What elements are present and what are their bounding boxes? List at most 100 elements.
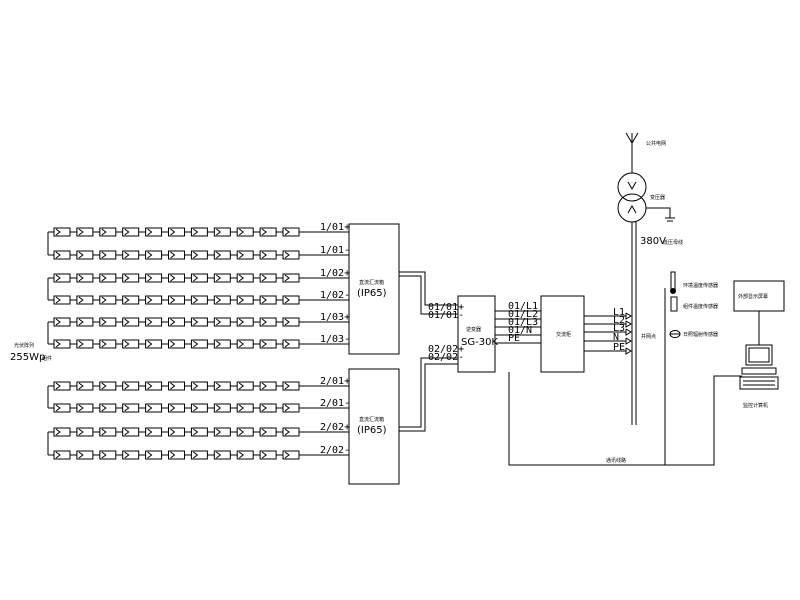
diode-mark-icon bbox=[261, 296, 267, 304]
pv-panel-icon bbox=[122, 427, 140, 437]
diode-mark-icon bbox=[193, 318, 199, 326]
diode-mark-icon bbox=[261, 451, 267, 459]
diode-mark-icon bbox=[216, 382, 222, 390]
pv-panel-icon bbox=[213, 403, 231, 413]
pv-panel-icon bbox=[213, 381, 231, 391]
pv-panel-icon bbox=[259, 250, 277, 260]
pv-panel-icon bbox=[236, 427, 254, 437]
string-label: 2/01- bbox=[320, 398, 350, 409]
pv-panel-icon bbox=[190, 295, 208, 305]
diode-mark-icon bbox=[261, 228, 267, 236]
diode-mark-icon bbox=[284, 382, 290, 390]
diode-mark-icon bbox=[55, 340, 61, 348]
diode-mark-icon bbox=[261, 428, 267, 436]
pv-panel-icon bbox=[145, 250, 163, 260]
diode-mark-icon bbox=[238, 404, 245, 412]
diode-mark-icon bbox=[216, 296, 222, 304]
pv-panel-icon bbox=[236, 339, 254, 349]
diode-mark-icon bbox=[284, 274, 290, 282]
phase-label: L2 bbox=[613, 315, 625, 326]
monitor-screen-icon bbox=[748, 347, 770, 363]
pv-string-row bbox=[48, 295, 349, 305]
pv-panel-icon bbox=[76, 427, 94, 437]
diode-mark-icon bbox=[284, 404, 290, 412]
diode-mark-icon bbox=[78, 228, 84, 236]
diode-mark-icon bbox=[238, 228, 245, 236]
grid-section: 公共电网 变压器 380V 低压母线 并网点 bbox=[617, 132, 683, 425]
ac-cabinet-frame bbox=[540, 295, 585, 373]
combiner-box-1-frame bbox=[348, 223, 400, 355]
diode-mark-icon bbox=[284, 451, 290, 459]
pv-panel-icon bbox=[99, 273, 117, 283]
phase-arrow-icon bbox=[625, 320, 632, 328]
phase-arrow-icon bbox=[625, 328, 632, 336]
string-label: 2/02+ bbox=[320, 422, 350, 433]
pv-array-suffix: 组件 bbox=[42, 355, 52, 362]
diode-mark-icon bbox=[55, 451, 61, 459]
pv-panel-icon bbox=[168, 295, 185, 305]
pv-panel-icon bbox=[282, 227, 300, 237]
pv-panel-icon bbox=[282, 450, 300, 460]
diode-mark-icon bbox=[124, 451, 130, 459]
inverter-frame bbox=[457, 295, 496, 373]
pv-panel-icon bbox=[236, 381, 254, 391]
inverter-input-label: 01/01+ bbox=[428, 302, 464, 313]
ac-cabinet-title: 交流柜 bbox=[556, 331, 571, 338]
pv-panel-icon bbox=[99, 250, 117, 260]
pv-panel-icon bbox=[213, 427, 231, 437]
pv-panel-icon bbox=[53, 317, 71, 327]
inverter-title: 逆变器 bbox=[466, 326, 481, 333]
pv-panel-icon bbox=[213, 317, 231, 327]
string-label: 2/01+ bbox=[320, 376, 350, 387]
pv-panel-icon bbox=[76, 339, 94, 349]
pv-panel-icon bbox=[53, 403, 71, 413]
pv-panel-icon bbox=[282, 250, 300, 260]
diode-mark-icon bbox=[124, 296, 130, 304]
diode-mark-icon bbox=[170, 318, 176, 326]
phase-label: L1 bbox=[613, 307, 625, 318]
combiner-box-1: 直流汇流箱 (IP65) bbox=[348, 223, 400, 355]
inverter-input-label: 02/02+ bbox=[428, 344, 464, 355]
pv-panel-icon bbox=[122, 403, 140, 413]
diode-mark-icon bbox=[193, 428, 199, 436]
diode-mark-icon bbox=[284, 318, 290, 326]
pv-panel-icon bbox=[145, 227, 163, 237]
diode-mark-icon bbox=[261, 251, 267, 259]
diode-mark-icon bbox=[101, 428, 107, 436]
diode-mark-icon bbox=[170, 382, 176, 390]
pv-panel-icon bbox=[145, 295, 163, 305]
diode-mark-icon bbox=[101, 318, 107, 326]
pv-panel-icon bbox=[236, 295, 254, 305]
pv-panel-icon bbox=[259, 339, 277, 349]
dc-feeders bbox=[399, 271, 458, 432]
diode-mark-icon bbox=[147, 318, 153, 326]
string-label: 1/01+ bbox=[320, 222, 350, 233]
monitoring-section: 环境温度传感器 组件温度传感器 日照辐射传感器 外部显示屏幕 监控计算机 通讯线… bbox=[508, 271, 785, 466]
transformer-ground-line bbox=[646, 207, 671, 218]
pv-panel-icon bbox=[76, 317, 94, 327]
diode-mark-icon bbox=[193, 228, 199, 236]
pv-panel-icon bbox=[53, 427, 71, 437]
diode-mark-icon bbox=[147, 404, 153, 412]
pv-panel-icon bbox=[122, 295, 140, 305]
pv-panel-icon bbox=[168, 450, 185, 460]
pv-panel-icon bbox=[168, 403, 185, 413]
diode-mark-icon bbox=[261, 340, 267, 348]
pv-strings bbox=[47, 227, 349, 460]
sensor-ambient-temp: 环境温度传感器 bbox=[683, 282, 718, 289]
diode-mark-icon bbox=[55, 404, 61, 412]
pv-panel-icon bbox=[213, 227, 231, 237]
diode-mark-icon bbox=[78, 296, 84, 304]
diode-mark-icon bbox=[193, 382, 199, 390]
pv-panel-icon bbox=[122, 450, 140, 460]
pv-string-row bbox=[47, 227, 349, 255]
pv-panel-icon bbox=[213, 295, 231, 305]
pv-panel-icon bbox=[145, 273, 163, 283]
diode-mark-icon bbox=[147, 340, 153, 348]
diode-mark-icon bbox=[78, 318, 84, 326]
inverter-output-label: PE bbox=[508, 333, 520, 344]
sensor-panel-temp: 组件温度传感器 bbox=[683, 303, 718, 310]
comm-line bbox=[508, 372, 742, 466]
